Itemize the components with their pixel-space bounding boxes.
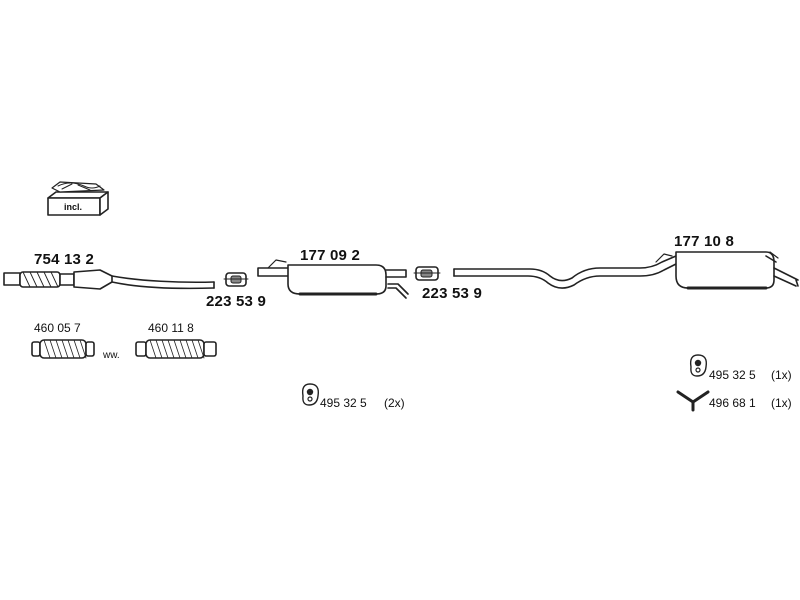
clamp-right-label: 223 53 9: [422, 285, 482, 302]
rear-silencer-part: [655, 251, 799, 290]
clamp-left-label: 223 53 9: [206, 293, 266, 310]
front-pipe-label: 754 13 2: [34, 251, 94, 268]
kit-box-label: incl.: [64, 202, 83, 212]
intermediate-pipe-part: [453, 255, 677, 289]
separator-label: ww.: [103, 350, 120, 361]
front-pipe-part: [3, 269, 215, 290]
rubber-hanger-icon: [689, 354, 708, 377]
y-bracket-rear-part: 496 68 1: [709, 396, 756, 410]
rubber-mount-rear-part: 495 32 5: [709, 368, 756, 382]
flex-pipe-a-label: 460 05 7: [34, 321, 81, 335]
y-bracket-rear-qty: (1x): [771, 396, 792, 410]
rear-silencer-label: 177 10 8: [674, 233, 734, 250]
flex-pipe-b-label: 460 11 8: [148, 321, 194, 335]
kit-box-icon: [47, 181, 109, 216]
rubber-hanger-icon: [301, 383, 320, 406]
flex-pipe-b-part: [135, 339, 217, 359]
rubber-mount-mid-part: 495 32 5: [320, 396, 367, 410]
middle-silencer-part: [257, 259, 409, 299]
y-bracket-icon: [676, 390, 710, 412]
flex-pipe-a-part: [31, 339, 95, 359]
clamp-left-part: [223, 272, 249, 287]
rubber-mount-mid-qty: (2x): [384, 396, 405, 410]
clamp-right-part: [413, 266, 441, 281]
middle-silencer-label: 177 09 2: [300, 247, 360, 264]
rubber-mount-rear-qty: (1x): [771, 368, 792, 382]
